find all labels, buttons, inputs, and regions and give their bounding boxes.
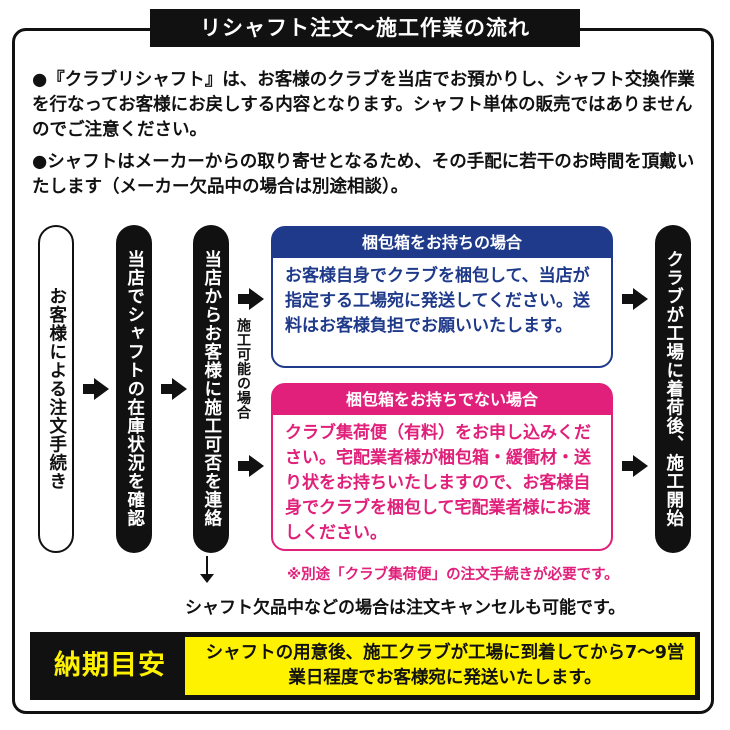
box-with-body: お客様自身でクラブを梱包して、当店が指定する工場宛に発送してください。送料はお客… xyxy=(285,266,590,336)
box-without-packaging: 梱包箱をお持ちでない場合 クラブ集荷便（有料）をお申し込みください。宅配業者様が… xyxy=(271,383,613,551)
arrow-right-icon xyxy=(161,378,187,400)
delivery-text: シャフトの用意後、施工クラブが工場に到着してから7〜9営業日程度でお客様宛に発送… xyxy=(205,643,685,688)
arrow-right-icon xyxy=(83,378,109,400)
page-title: リシャフト注文〜施工作業の流れ xyxy=(150,9,580,47)
delivery-estimate: 納期目安 シャフトの用意後、施工クラブが工場に到着してから7〜9営業日程度でお客… xyxy=(30,632,700,700)
arrow-right-icon xyxy=(238,288,264,310)
flow-step-order: お客様による注文手続き xyxy=(38,225,74,553)
box-with-header: 梱包箱をお持ちの場合 xyxy=(273,228,611,258)
intro-paragraph-2: ●シャフトはメーカーからの取り寄せとなるため、その手配に若干のお時間を頂戴いたし… xyxy=(32,152,695,197)
arrow-right-icon xyxy=(622,455,648,477)
collection-note: ※別途「クラブ集荷便」の注文手続きが必要です。 xyxy=(287,567,619,583)
arrow-right-icon xyxy=(238,455,264,477)
box-without-header: 梱包箱をお持ちでない場合 xyxy=(273,385,611,415)
intro-paragraph-1: ●『クラブリシャフト』は、お客様のクラブを当店でお預かりし、シャフト交換作業を行… xyxy=(32,70,695,140)
arrow-down-head-icon xyxy=(200,574,214,583)
flow-step-start-work: クラブが工場に着荷後、施工開始 xyxy=(655,225,691,553)
box-without-body: クラブ集荷便（有料）をお申し込みください。宅配業者様が梱包箱・緩衝材・送り状をお… xyxy=(285,423,591,543)
box-with-packaging: 梱包箱をお持ちの場合 お客様自身でクラブを梱包して、当店が指定する工場宛に発送し… xyxy=(271,226,613,368)
branch-label: 施工可能の場合 xyxy=(235,318,251,420)
flow-step-stock-check: 当店でシャフトの在庫状況を確認 xyxy=(116,225,152,553)
cancel-note: シャフト欠品中などの場合は注文キャンセルも可能です。 xyxy=(185,598,626,618)
arrow-down-icon xyxy=(206,556,208,576)
arrow-right-icon xyxy=(622,288,648,310)
delivery-label: 納期目安 xyxy=(35,637,185,695)
flow-step-contact: 当店からお客様に施工可否を連絡 xyxy=(193,225,229,553)
